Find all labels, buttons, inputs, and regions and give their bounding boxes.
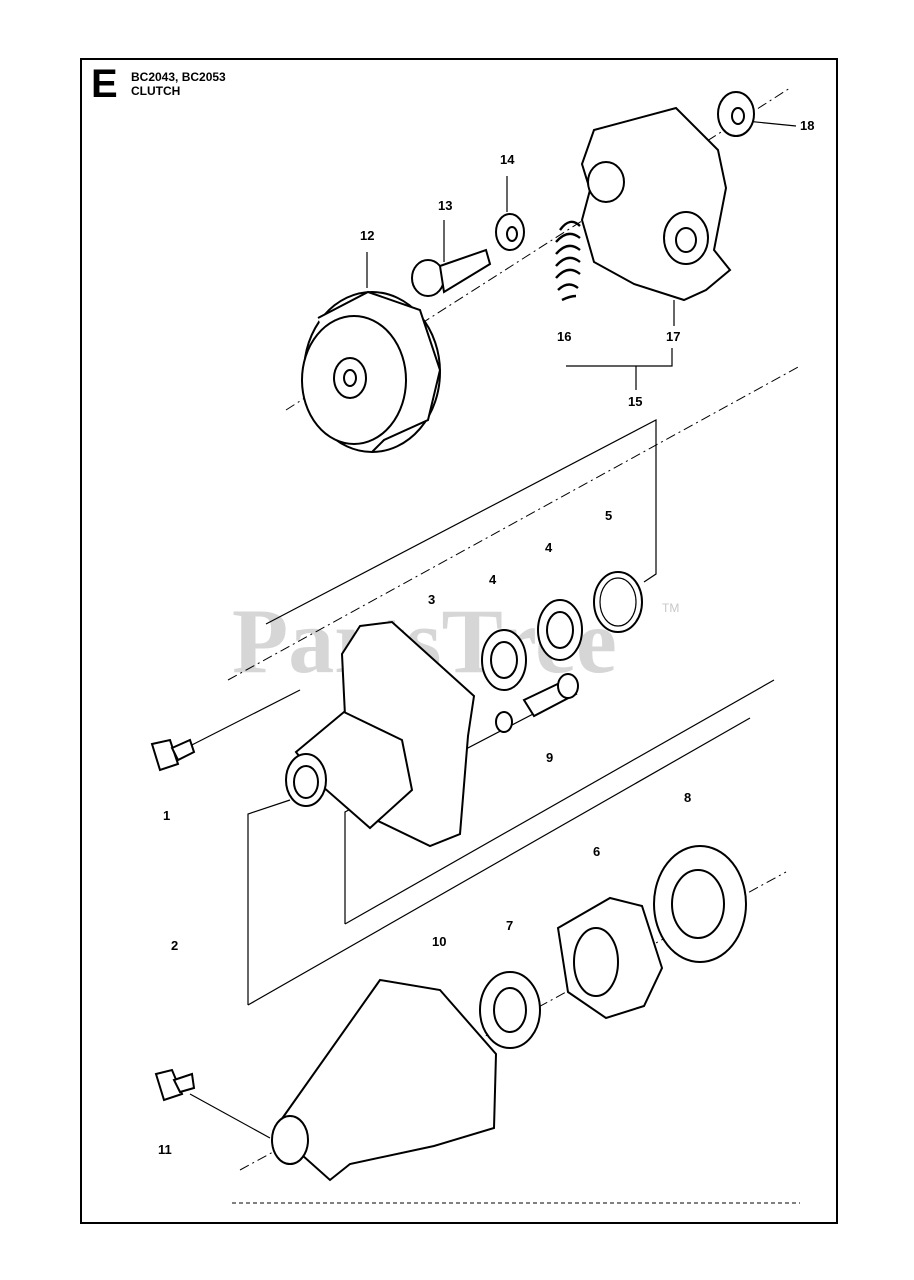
callout-5: 5	[605, 508, 612, 523]
callout-13: 13	[438, 198, 452, 213]
callout-17: 17	[666, 329, 680, 344]
callout-8: 8	[684, 790, 691, 805]
callout-18: 18	[800, 118, 814, 133]
callout-7: 7	[506, 918, 513, 933]
housing-screw	[150, 738, 196, 772]
callout-16: 16	[557, 329, 571, 344]
callout-4a: 4	[489, 572, 497, 587]
shoulder-bolt	[411, 248, 492, 297]
bushing	[479, 971, 541, 1049]
tube-housing	[271, 978, 498, 1182]
callout-12: 12	[360, 228, 374, 243]
circlip	[593, 571, 643, 633]
callout-6: 6	[593, 844, 600, 859]
bearing-inner	[481, 629, 527, 691]
bearing-bolt	[495, 673, 579, 733]
model-numbers: BC2043, BC2053	[131, 70, 226, 84]
section-letter: E	[91, 62, 118, 106]
callout-2: 2	[171, 938, 178, 953]
coupling	[556, 896, 664, 1020]
clutch-spring	[555, 220, 581, 302]
callout-14: 14	[500, 152, 515, 167]
callout-10: 10	[432, 934, 446, 949]
watermark-tm: TM	[662, 601, 679, 615]
section-title: CLUTCH	[131, 84, 181, 98]
washer	[495, 213, 525, 251]
damper-plate	[653, 845, 747, 963]
clutch-drum	[301, 290, 442, 453]
bearing-outer	[537, 599, 583, 661]
clutch-housing	[285, 620, 476, 848]
callout-11: 11	[158, 1142, 172, 1157]
callout-labels: 1 2 3 4 4 5 6 7 8 9 10 11 12 13 14 15 16…	[158, 118, 814, 1157]
callout-15: 15	[628, 394, 642, 409]
outer-washer	[717, 91, 755, 137]
tube-screw	[154, 1068, 196, 1102]
diagram-frame	[80, 58, 838, 1224]
callout-1: 1	[163, 808, 170, 823]
callout-4b: 4	[545, 540, 553, 555]
clutch-shoes	[580, 106, 732, 302]
callout-3: 3	[428, 592, 435, 607]
callout-9: 9	[546, 750, 553, 765]
